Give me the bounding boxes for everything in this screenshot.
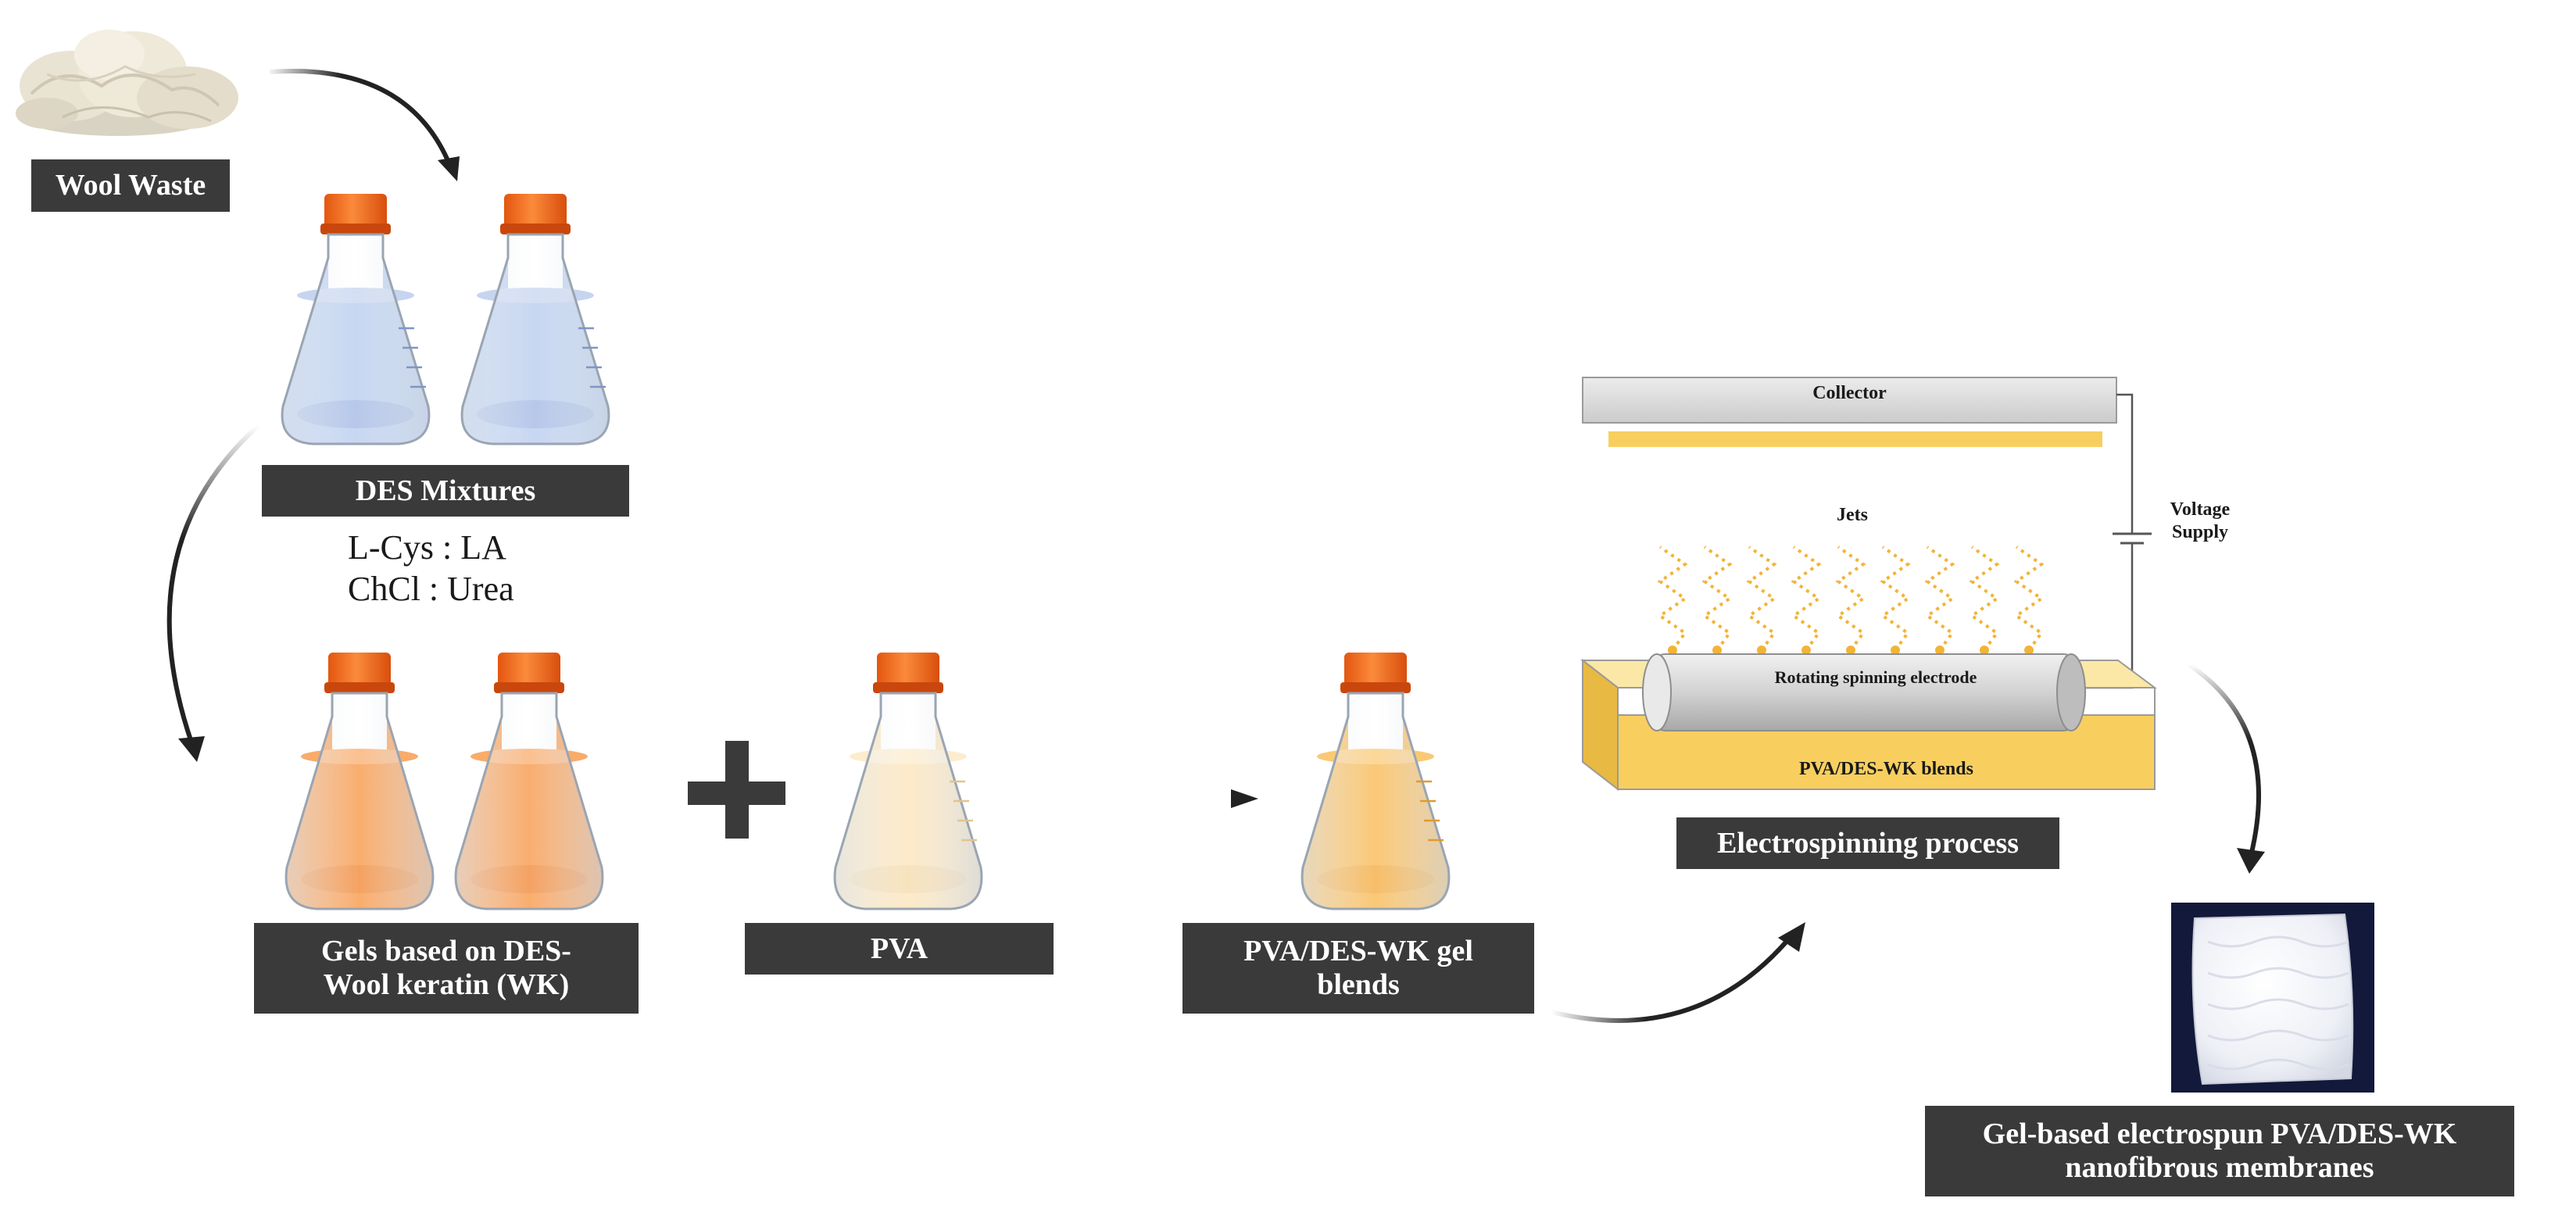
jet-stream [1924,545,1955,652]
electrode-rod [1651,653,2078,731]
jet-droplet [2024,646,2034,655]
jets-group [1657,545,2045,655]
electrode-label: Rotating spinning electrode [1774,667,1977,687]
jet-stream [1969,545,2000,652]
wool-icon [16,30,238,136]
label-wool-waste: Wool Waste [31,159,230,212]
collector-plate [1582,377,2117,424]
des-component-2: ChCl : Urea [348,570,514,608]
jet-stream [2013,545,2045,652]
des-component-1: L-Cys : LA [348,528,506,567]
flask-des-2 [460,194,610,445]
label-des-mixtures: DES Mixtures [262,465,629,517]
arrow-pva-to-blends [1071,789,1258,808]
collector-label: Collector [1812,383,1887,403]
flask-des-1 [281,194,431,445]
plus-icon [688,741,785,839]
label-gels-wk: Gels based on DES-Wool keratin (WK) [254,923,639,1014]
label-pva: PVA [745,923,1054,975]
voltage-supply-label: Voltage Supply [2170,499,2231,542]
label-membranes: Gel-based electrospun PVA/DES-WK nanofib… [1925,1106,2514,1196]
jet-stream [1701,545,1733,652]
jet-droplet [1757,646,1766,655]
arrow-electrospinning-to-membranes [2187,662,2265,874]
jets-label: Jets [1837,505,1868,525]
arrow-wool-to-des [269,69,460,181]
jet-stream [1835,545,1866,652]
jet-droplet [1891,646,1900,655]
flask-blend [1301,653,1451,910]
arrow-des-to-gels [166,424,260,762]
jet-droplet [1846,646,1855,655]
label-gel-blends: PVA/DES-WK gel blends [1182,923,1534,1014]
membrane-photo [2171,903,2374,1093]
jet-stream [1791,545,1822,652]
jet-droplet [1712,646,1722,655]
jet-stream [1657,545,1688,652]
label-electrospinning: Electrospinning process [1676,817,2059,869]
jet-droplet [1980,646,1989,655]
jet-stream [1746,545,1777,652]
flask-gel-1 [284,653,435,910]
flask-gel-2 [454,653,604,910]
jet-droplet [1935,646,1945,655]
arrow-blends-to-electrospinning [1551,922,1805,1023]
collector-fiber-layer [1608,431,2102,447]
electrospinning-apparatus [1580,377,2158,792]
jet-stream [1880,545,1911,652]
jet-droplet [1668,646,1677,655]
bath-label: PVA/DES-WK blends [1799,759,1973,779]
jet-droplet [1801,646,1811,655]
flask-pva [833,653,983,910]
